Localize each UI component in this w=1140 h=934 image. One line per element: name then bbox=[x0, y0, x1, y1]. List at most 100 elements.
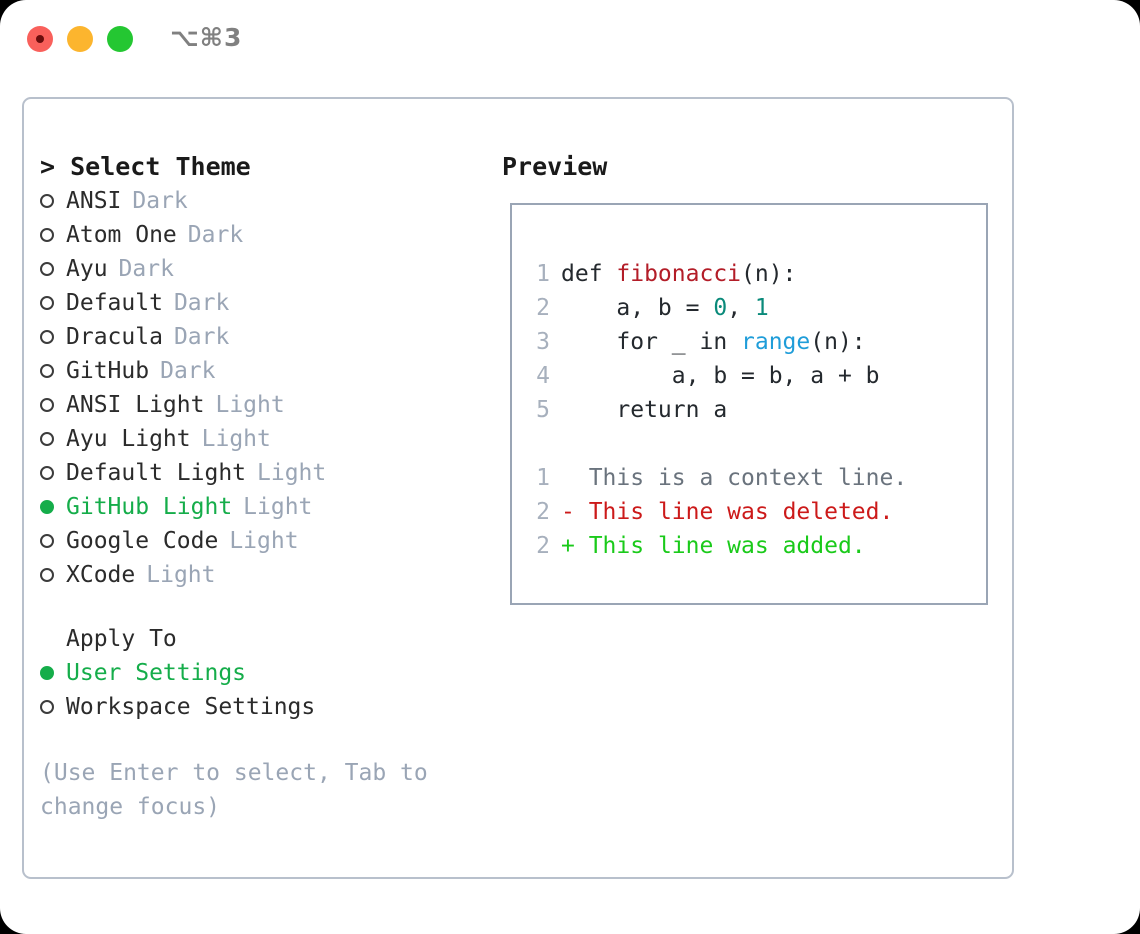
keyboard-hint-text: (Use Enter to select, Tab to change focu… bbox=[40, 760, 428, 820]
diff-line-del: 2- This line was deleted. bbox=[524, 495, 907, 529]
theme-option-default-light[interactable]: Default Light Light bbox=[40, 456, 480, 490]
theme-variant-tag: Light bbox=[146, 562, 216, 588]
theme-option-label: Ayu Light bbox=[66, 426, 191, 452]
radio-unselected-icon bbox=[40, 330, 54, 344]
theme-option-ansi-light[interactable]: ANSI Light Light bbox=[40, 388, 480, 422]
diff-marker: - bbox=[561, 499, 575, 525]
close-button[interactable] bbox=[27, 26, 53, 52]
line-number: 1 bbox=[536, 261, 550, 287]
theme-option-label: Atom One bbox=[66, 222, 177, 248]
theme-variant-tag: Light bbox=[229, 528, 299, 554]
radio-unselected-icon bbox=[40, 262, 54, 276]
zoom-button[interactable] bbox=[107, 26, 133, 52]
theme-option-label: Default Light bbox=[66, 460, 247, 486]
diff-text: This line was added. bbox=[574, 533, 866, 559]
radio-unselected-icon bbox=[40, 700, 54, 714]
code-line: 3 for _ in range(n): bbox=[524, 325, 907, 359]
line-number: 4 bbox=[536, 363, 550, 389]
theme-option-label: Default bbox=[66, 290, 163, 316]
theme-option-github[interactable]: GitHub Dark bbox=[40, 354, 480, 388]
line-number: 3 bbox=[536, 329, 550, 355]
code-token: (n): bbox=[741, 261, 797, 287]
theme-variant-tag: Dark bbox=[173, 324, 230, 350]
apply-to-option-label: Workspace Settings bbox=[66, 694, 316, 720]
theme-variant-tag: Dark bbox=[118, 256, 174, 282]
theme-option-atom-one[interactable]: Atom One Dark bbox=[40, 218, 480, 252]
apply-to-option-workspace-settings[interactable]: Workspace Settings bbox=[40, 690, 480, 724]
theme-option-default[interactable]: Default Dark bbox=[40, 286, 480, 320]
code-token: for _ in bbox=[561, 329, 742, 355]
radio-unselected-icon bbox=[40, 364, 54, 378]
theme-option-github-light[interactable]: GitHub Light Light bbox=[40, 490, 480, 524]
line-number: 5 bbox=[536, 397, 550, 423]
theme-option-label: Google Code bbox=[66, 528, 219, 554]
theme-variant-tag: Dark bbox=[173, 290, 230, 316]
theme-option-ayu[interactable]: Ayu Dark bbox=[40, 252, 480, 286]
diff-line-add: 2+ This line was added. bbox=[524, 529, 907, 563]
theme-variant-tag: Light bbox=[257, 460, 327, 486]
code-token: 1 bbox=[754, 295, 769, 321]
theme-variant-tag: Dark bbox=[187, 222, 244, 248]
radio-unselected-icon bbox=[40, 296, 54, 310]
code-line: 2 a, b = 0, 1 bbox=[524, 291, 907, 325]
radio-unselected-icon bbox=[40, 194, 54, 208]
radio-selected-icon bbox=[40, 500, 54, 514]
code-token: def bbox=[561, 261, 617, 287]
radio-unselected-icon bbox=[40, 466, 54, 480]
preview-heading: Preview bbox=[502, 152, 608, 181]
line-number: 2 bbox=[536, 499, 550, 525]
radio-unselected-icon bbox=[40, 432, 54, 446]
code-token: a, b = b, a + b bbox=[561, 363, 880, 389]
code-token: return a bbox=[561, 397, 728, 423]
line-number: 1 bbox=[536, 465, 550, 491]
theme-option-ansi[interactable]: ANSI Dark bbox=[40, 184, 480, 218]
theme-variant-tag: Dark bbox=[132, 188, 188, 214]
radio-unselected-icon bbox=[40, 398, 54, 412]
code-token: range bbox=[741, 329, 811, 355]
theme-variant-tag: Light bbox=[201, 426, 271, 452]
theme-option-ayu-light[interactable]: Ayu Light Light bbox=[40, 422, 480, 456]
line-number: 2 bbox=[536, 533, 550, 559]
theme-option-label: ANSI Light bbox=[66, 392, 205, 418]
theme-option-google-code[interactable]: Google Code Light bbox=[40, 524, 480, 558]
diff-line-ctx: 1 This is a context line. bbox=[524, 461, 907, 495]
theme-variant-tag: Light bbox=[215, 392, 285, 418]
select-theme-heading: > Select Theme bbox=[40, 152, 251, 181]
theme-option-label: Ayu bbox=[66, 256, 108, 282]
diff-marker bbox=[561, 465, 575, 491]
line-number: 2 bbox=[536, 295, 550, 321]
diff-text: This is a context line. bbox=[574, 465, 908, 491]
radio-unselected-icon bbox=[40, 228, 54, 242]
code-token: (n): bbox=[810, 329, 866, 355]
code-line: 1 def fibonacci(n): bbox=[524, 257, 907, 291]
keyboard-shortcut-label: ⌥⌘3 bbox=[170, 23, 243, 52]
code-line: 5 return a bbox=[524, 393, 907, 427]
radio-selected-icon bbox=[40, 666, 54, 680]
code-blank-line bbox=[524, 427, 907, 461]
radio-unselected-icon bbox=[40, 568, 54, 582]
title-bar: ⌥⌘3 bbox=[0, 0, 1140, 78]
theme-option-label: XCode bbox=[66, 562, 136, 588]
theme-option-label: GitHub bbox=[66, 358, 150, 384]
radio-unselected-icon bbox=[40, 534, 54, 548]
diff-text: This line was deleted. bbox=[574, 499, 894, 525]
theme-option-xcode[interactable]: XCode Light bbox=[40, 558, 480, 592]
theme-option-label: GitHub Light bbox=[66, 494, 233, 520]
apply-to-option-label: User Settings bbox=[66, 660, 247, 686]
apply-to-option-user-settings[interactable]: User Settings bbox=[40, 656, 480, 690]
apply-to-heading: Apply To bbox=[66, 626, 177, 652]
minimize-button[interactable] bbox=[67, 26, 93, 52]
code-token: fibonacci bbox=[616, 261, 742, 287]
theme-variant-tag: Light bbox=[243, 494, 313, 520]
theme-option-label: ANSI bbox=[66, 188, 122, 214]
theme-variant-tag: Dark bbox=[160, 358, 216, 384]
